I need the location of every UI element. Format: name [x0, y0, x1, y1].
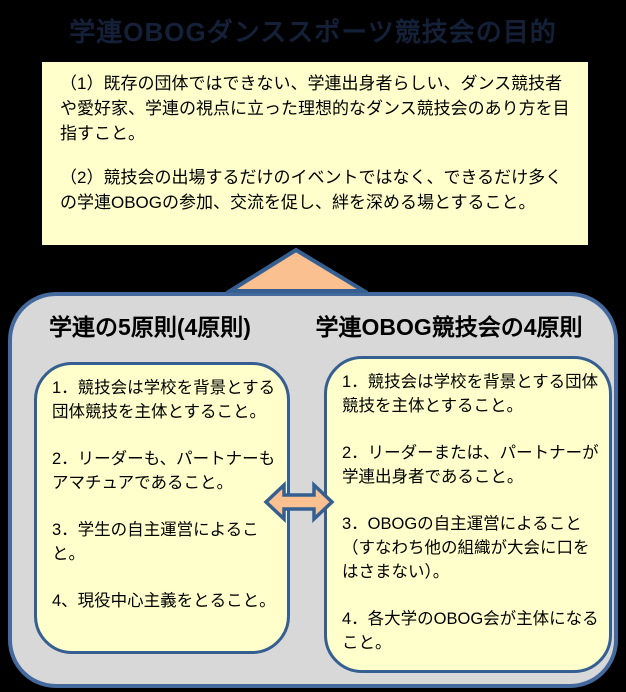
right-principles-text: 1．競技会は学校を背景とする団体競技を主体とすること。 2．リーダーまたは、パート…: [342, 370, 601, 655]
goal-box: （1）既存の団体ではできない、学連出身者らしい、ダンス競技者や愛好家、学連の視点…: [42, 62, 588, 245]
paragraph: 3．OBOGの自主運営によること（すなわち他の組織が大会に口をはさまない）。: [342, 515, 590, 581]
up-arrow-icon: [222, 247, 372, 295]
left-principles-text: 1．競技会は学校を背景とする団体競技を主体とすること。 2．リーダーも、パートナー…: [52, 376, 279, 613]
right-principles-box: 1．競技会は学校を背景とする団体競技を主体とすること。 2．リーダーまたは、パート…: [324, 356, 612, 673]
paragraph: 4．各大学のOBOG会が主体になること。: [342, 610, 599, 652]
paragraph: 2．リーダーも、パートナーもアマチュアであること。: [52, 450, 276, 492]
paragraph: （2）競技会の出場するだけのイベントではなく、できるだけ多くの学連OBOGの参加…: [60, 168, 563, 212]
paragraph: 3．学生の自主運営によること。: [52, 521, 259, 563]
paragraph: 1．競技会は学校を背景とする団体競技を主体とすること。: [342, 373, 599, 415]
paragraph: （1）既存の団体ではできない、学連出身者らしい、ダンス競技者や愛好家、学連の視点…: [60, 74, 570, 143]
paragraph: 2．リーダーまたは、パートナーが学連出身者であること。: [342, 444, 599, 486]
slide-title: 学連OBOGダンススポーツ競技会の目的: [69, 17, 557, 47]
right-panel-heading: 学連OBOG競技会の4原則: [315, 314, 583, 340]
paragraph: 4、現役中心主義をとること。: [52, 592, 276, 610]
left-panel-heading: 学連の5原則(4原則): [49, 314, 251, 340]
left-principles-box: 1．競技会は学校を背景とする団体競技を主体とすること。 2．リーダーも、パートナー…: [34, 362, 290, 654]
goal-box-text: （1）既存の団体ではできない、学連出身者らしい、ダンス競技者や愛好家、学連の視点…: [60, 71, 572, 215]
paragraph: 1．競技会は学校を背景とする団体競技を主体とすること。: [52, 379, 276, 421]
left-right-arrow-icon: [263, 476, 335, 528]
